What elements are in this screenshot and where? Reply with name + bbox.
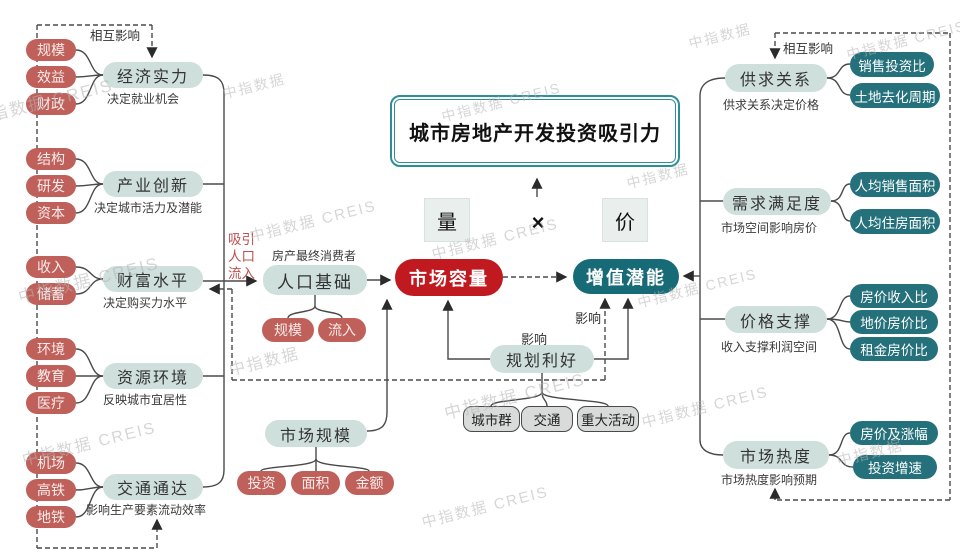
market-scale-factor-pill: 金额 <box>345 471 394 495</box>
left-factor-pill: 研发 <box>26 175 76 197</box>
title-box: 城市房地产开发投资吸引力 <box>390 95 680 167</box>
quantity-box: 量 <box>424 198 470 242</box>
left-factor-pill: 效益 <box>26 66 76 88</box>
metric-pill: 销售投资比 <box>850 52 934 77</box>
metric-pill: 土地去化周期 <box>850 83 940 108</box>
category-desc: 市场热度影响预期 <box>721 473 818 487</box>
left-factor-pill: 财政 <box>26 93 76 115</box>
left-factor-pill: 地铁 <box>26 506 76 528</box>
planning-pill: 规划利好 <box>490 345 594 373</box>
category-desc: 决定城市活力及潜能 <box>94 201 203 215</box>
metric-pill: 房价收入比 <box>850 284 938 308</box>
left-factor-pill: 机场 <box>26 452 76 474</box>
right-category-pill: 市场热度 <box>723 441 829 469</box>
left-factor-pill: 规模 <box>26 39 76 61</box>
population-factor-pill: 规模 <box>262 318 314 342</box>
mutual-influence-label-left: 相互影响 <box>90 29 141 43</box>
market-scale-pill: 市场规模 <box>265 420 367 447</box>
market-scale-factor-pill: 面积 <box>291 471 340 495</box>
population-note: 房产最终消费者 <box>272 249 357 263</box>
category-desc: 决定就业机会 <box>107 92 180 106</box>
solid-connectors <box>75 49 854 518</box>
left-factor-pill: 资本 <box>26 202 76 224</box>
mutual-influence-label-right: 相互影响 <box>783 42 834 56</box>
influence-label-planning: 影响 <box>521 332 548 347</box>
page-title: 城市房地产开发投资吸引力 <box>394 99 676 163</box>
influence-label-dashed: 影响 <box>575 311 602 326</box>
metric-pill: 投资增速 <box>853 455 937 479</box>
right-category-pill: 价格支撑 <box>725 306 827 333</box>
right-category-pill: 需求满足度 <box>723 188 831 215</box>
category-desc: 决定购买力水平 <box>103 296 188 310</box>
left-factor-pill: 收入 <box>26 256 76 278</box>
left-category-pill: 资源环境 <box>103 363 203 389</box>
left-factor-pill: 高铁 <box>26 479 76 501</box>
metric-pill: 人均销售面积 <box>850 172 940 197</box>
planning-factor-pill: 交通 <box>521 406 573 432</box>
attract-population-label: 吸引人口流入 <box>228 232 255 281</box>
metric-pill: 地价房价比 <box>850 310 938 334</box>
left-factor-pill: 教育 <box>26 365 76 387</box>
market-capacity-pill: 市场容量 <box>395 259 503 296</box>
left-factor-pill: 储蓄 <box>26 283 76 305</box>
market-scale-factor-pill: 投资 <box>237 471 286 495</box>
metric-pill: 房价及涨幅 <box>850 421 938 445</box>
category-desc: 市场空间影响房价 <box>721 221 818 235</box>
left-factor-pill: 结构 <box>26 148 76 170</box>
left-category-pill: 财富水平 <box>103 266 203 292</box>
planning-factor-pill: 重大活动 <box>577 406 639 432</box>
multiply-sign: × <box>531 210 545 235</box>
left-factor-pill: 医疗 <box>26 392 76 414</box>
appreciation-potential-pill: 增值潜能 <box>573 259 679 294</box>
left-category-pill: 交通通达 <box>103 474 203 500</box>
right-category-pill: 供求关系 <box>725 64 827 92</box>
left-factor-pill: 环境 <box>26 338 76 360</box>
category-desc: 影响生产要素流动效率 <box>86 503 207 517</box>
left-category-pill: 产业创新 <box>103 171 203 197</box>
category-desc: 供求关系决定价格 <box>723 98 820 112</box>
metric-pill: 人均住房面积 <box>850 209 940 234</box>
population-base-pill: 人口基础 <box>263 265 367 295</box>
planning-factor-pill: 城市群 <box>463 406 520 432</box>
price-box: 价 <box>602 198 648 242</box>
left-category-pill: 经济实力 <box>103 62 203 88</box>
metric-pill: 租金房价比 <box>850 337 938 361</box>
population-factor-pill: 流入 <box>318 318 366 342</box>
category-desc: 反映城市宜居性 <box>103 393 188 407</box>
category-desc: 收入支撑利润空间 <box>721 340 818 354</box>
